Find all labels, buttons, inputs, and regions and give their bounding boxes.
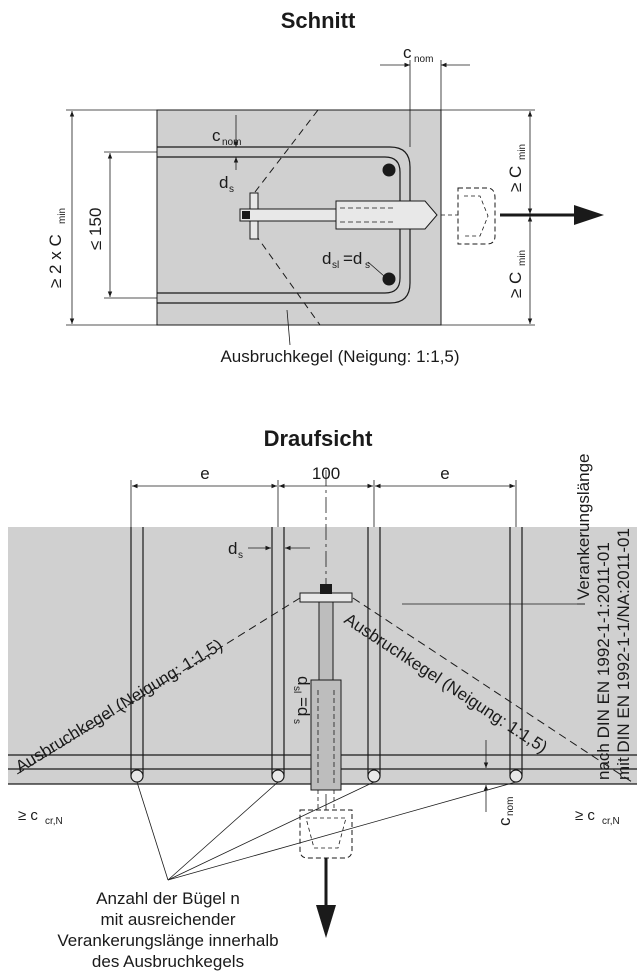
stirrup-legs <box>130 527 523 783</box>
plan-caption-line2: mit ausreichender <box>100 910 235 929</box>
label-anchor-norm1: nach DIN EN 1992-1-1:2011-01 <box>594 542 613 780</box>
cone-line-lower <box>254 233 321 326</box>
label-e-left: e <box>200 464 209 483</box>
svg-text:min: min <box>517 144 528 160</box>
anchor-rod <box>239 208 341 222</box>
load-arrow-plan-head <box>316 905 336 938</box>
svg-text:s: s <box>365 260 370 271</box>
label-c-nom-inner: c <box>212 126 221 145</box>
anchor-nut-plan <box>320 584 332 594</box>
plan-caption-line1: Anzahl der Bügel n <box>96 889 240 908</box>
connector-plan <box>299 809 353 859</box>
rebar-top <box>382 163 396 177</box>
cone-line-upper <box>254 109 319 193</box>
svg-text:=d: =d <box>343 249 362 268</box>
label-c-cr-left: ≥ c <box>18 807 38 824</box>
label-c-min-upper: ≥ C <box>506 166 525 192</box>
svg-text:sl: sl <box>332 260 339 271</box>
label-plan-c-nom: c <box>495 817 514 826</box>
cone-line-left <box>13 597 301 777</box>
label-plan-d-sl: d <box>294 676 313 685</box>
label-plan-d-s: d <box>228 539 237 558</box>
svg-text:s: s <box>229 184 234 195</box>
svg-text:s: s <box>291 719 302 724</box>
label-c-min-lower: ≥ C <box>506 272 525 298</box>
rebar-bottom <box>382 272 396 286</box>
svg-text:cr,N: cr,N <box>602 816 620 827</box>
label-dim-100: 100 <box>312 464 340 483</box>
plan-title: Draufsicht <box>264 426 373 451</box>
svg-text:min: min <box>57 208 68 224</box>
section-caption: Ausbruchkegel (Neigung: 1:1,5) <box>220 347 459 366</box>
svg-text:s: s <box>238 550 243 561</box>
label-c-nom-top: c <box>403 43 412 62</box>
label-d-s: d <box>219 173 228 192</box>
anchor-rod-end <box>242 211 250 219</box>
svg-text:nom: nom <box>505 797 516 816</box>
label-d-sl: d <box>322 249 331 268</box>
load-arrow-head <box>574 205 604 225</box>
anchor-rod-plan <box>318 601 334 683</box>
anchor-sleeve-plan <box>310 679 342 791</box>
anchor-plate-plan <box>299 592 353 603</box>
label-height-150: ≤ 150 <box>86 208 105 250</box>
label-c-cr-right: ≥ c <box>575 807 595 824</box>
label-anchor-norm2: mit DIN EN 1992-1-1/NA:2011-01 <box>614 528 633 780</box>
svg-text:nom: nom <box>414 54 433 65</box>
svg-text:nom: nom <box>222 137 241 148</box>
plan-caption-line3: Verankerungslänge innerhalb <box>57 931 278 950</box>
label-e-right: e <box>440 464 449 483</box>
plan-view: e 100 e d s d sl =d s Ausbruchkegel (Nei… <box>8 453 637 971</box>
cone-line-right <box>352 597 633 783</box>
svg-text:=d: =d <box>294 697 313 716</box>
svg-text:sl: sl <box>291 686 302 693</box>
label-anchor-length: Verankerungslänge <box>574 453 593 600</box>
svg-text:min: min <box>517 250 528 266</box>
svg-text:cr,N: cr,N <box>45 816 63 827</box>
plan-caption-line4: des Ausbruchkegels <box>92 952 244 971</box>
anchor-sleeve <box>335 200 438 230</box>
section-view: c nom c nom d s d sl =d s ≥ 2 x C min ≤ … <box>46 43 604 366</box>
label-height-total: ≥ 2 x C <box>46 234 65 288</box>
connector-outline <box>457 187 496 245</box>
section-title: Schnitt <box>281 8 356 33</box>
